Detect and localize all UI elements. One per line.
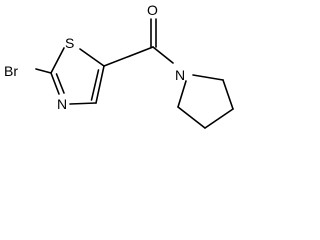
atom-label-bromine: Br	[4, 63, 18, 79]
bond-carbonyl-n	[152, 46, 174, 64]
bond-c5-c4	[95, 65, 105, 104]
chemical-structure: Br S N O N	[4, 2, 234, 129]
atom-label-sulfur: S	[65, 35, 74, 51]
bond-c2-br	[35, 68, 52, 74]
bond-c5-carbonyl	[103, 46, 154, 67]
thiazole-ring	[50, 47, 105, 105]
bond-ca-cb	[177, 106, 206, 129]
bond-cb-cc	[204, 108, 234, 129]
bond-cd-n	[192, 74, 224, 81]
pyrrolidine-ring	[177, 74, 234, 129]
atom-label-amide-nitrogen: N	[175, 67, 185, 83]
carbonyl-group	[103, 18, 174, 67]
bond-c5-c4-inner	[90, 69, 100, 101]
bond-s1-c5	[79, 48, 105, 67]
atom-label-thiazole-nitrogen: N	[57, 96, 67, 112]
bond-cc-cd	[222, 79, 234, 110]
atom-label-carbonyl-oxygen: O	[147, 2, 158, 18]
bond-n3-c2	[50, 72, 60, 95]
bond-c4-n3	[69, 102, 97, 105]
bond-c2-s1	[50, 47, 65, 74]
bond-n3-c2-inner	[55, 73, 65, 94]
bond-n-ca	[177, 80, 187, 108]
